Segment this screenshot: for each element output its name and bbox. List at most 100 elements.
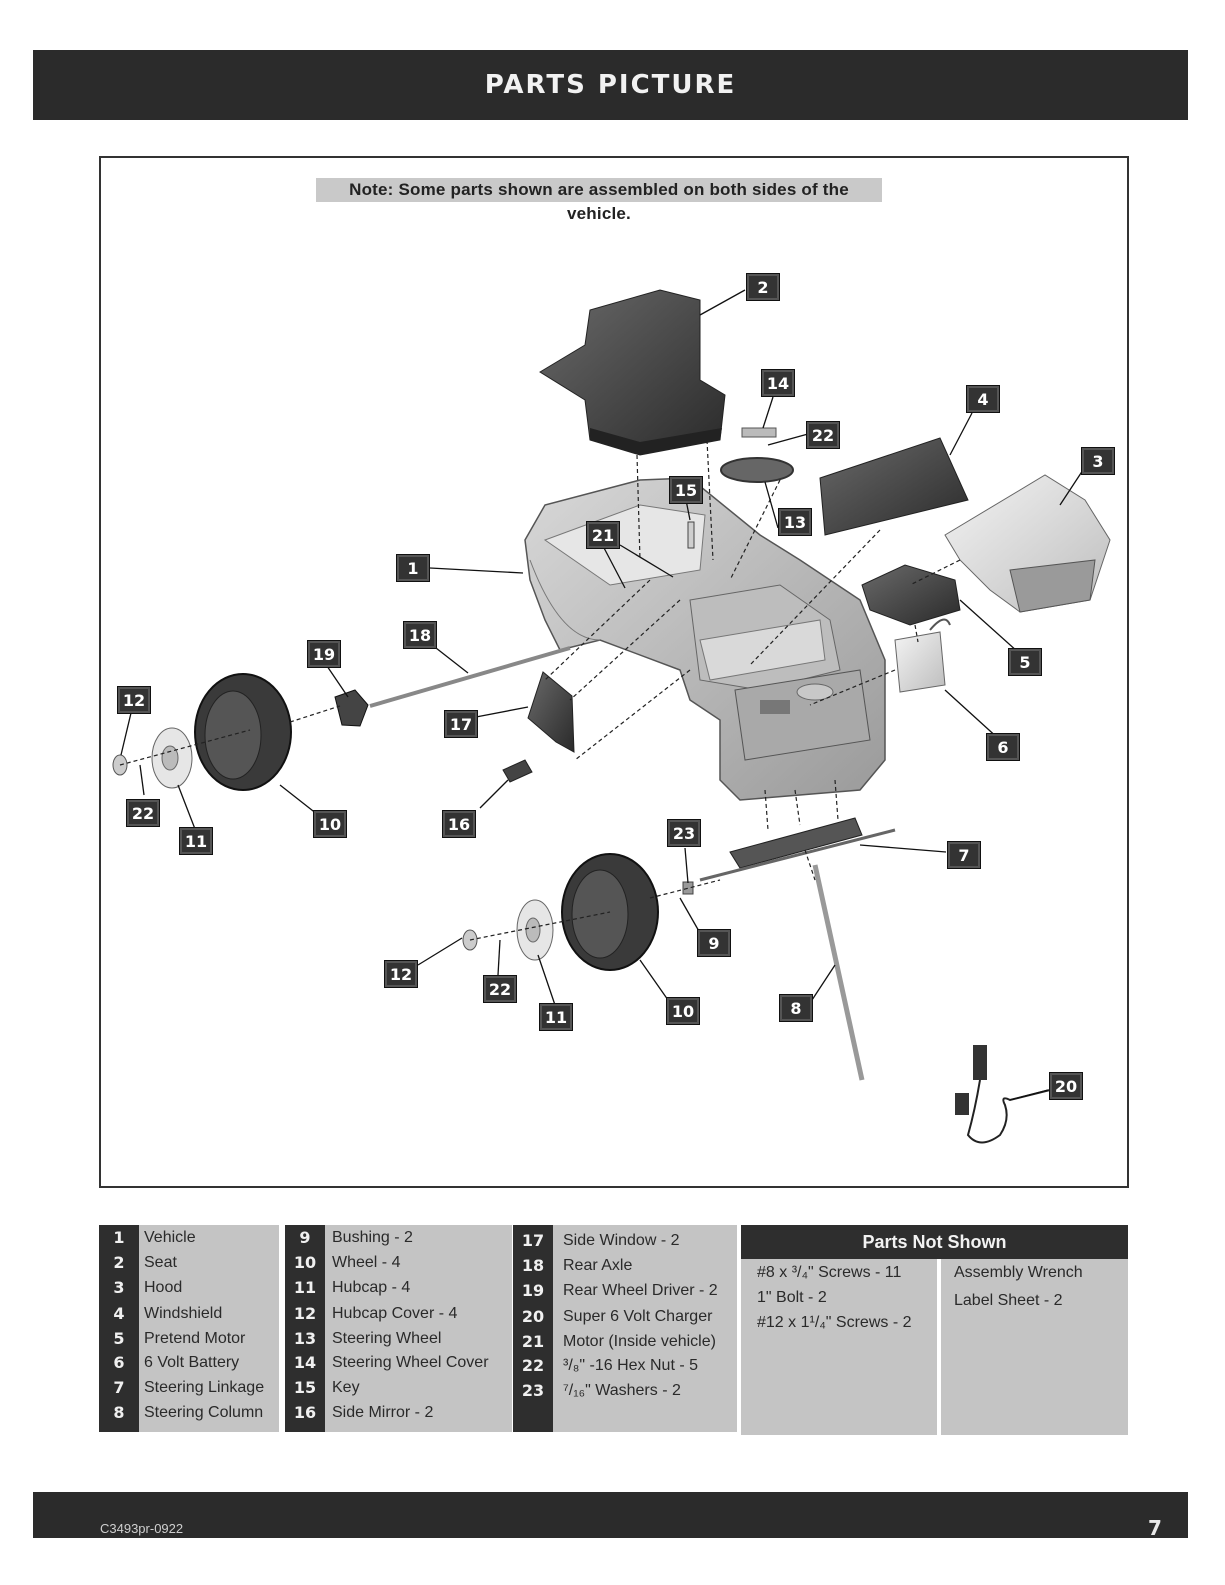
callout-leader-lines [120,289,1084,1101]
callout-9: 9 [697,929,731,957]
windshield-part [819,437,969,536]
parts-not-shown-left-panel [741,1259,937,1435]
part-name: Hood [144,1279,183,1296]
part-name: Steering Wheel Cover [332,1354,489,1371]
vehicle-body [524,477,886,801]
part-name: Steering Wheel [332,1330,442,1347]
callout-12-front: 12 [384,960,418,988]
assembly-guide-lines [119,439,961,941]
part-number: 10 [293,1253,317,1272]
steering-wheel-part [720,457,794,483]
steering-wheel-cover-part [741,427,777,438]
steering-column-part [812,864,865,1081]
parts-list-name-column-1 [139,1225,279,1432]
callout-13: 13 [778,508,812,536]
callout-18: 18 [403,621,437,649]
parts-not-shown-right-panel [941,1259,1128,1435]
part-number: 4 [113,1304,125,1323]
parts-list-name-column-3 [553,1225,737,1432]
charger-part [955,1045,1051,1144]
callout-21: 21 [586,521,620,549]
part-name: Hubcap Cover - 4 [332,1305,458,1322]
part-name: Super 6 Volt Charger [563,1308,713,1325]
seat-part [539,289,726,456]
key-part [687,521,695,549]
part-number: 6 [113,1353,125,1372]
steering-linkage-part [699,817,896,882]
callout-12-rear: 12 [117,686,151,714]
part-number: 19 [521,1281,545,1300]
callout-15: 15 [669,476,703,504]
document-code: C3493pr-0922 [100,1521,184,1536]
callout-5: 5 [1008,648,1042,676]
parts-list-number-column-2 [285,1225,325,1432]
callout-22-top: 22 [806,421,840,449]
callout-11-front: 11 [539,1003,573,1031]
part-number: 18 [521,1256,545,1275]
part-name: Rear Wheel Driver - 2 [563,1282,718,1299]
part-number: 12 [293,1304,317,1323]
part-number: 16 [293,1403,317,1422]
footer-bar [33,1492,1188,1538]
callout-4: 4 [966,385,1000,413]
callout-10-front: 10 [666,997,700,1025]
part-number: 21 [521,1332,545,1351]
callout-10-rear: 10 [313,810,347,838]
part-name: Pretend Motor [144,1330,246,1347]
part-name: Windshield [144,1305,223,1322]
part-number: 11 [293,1278,317,1297]
callout-1: 1 [396,554,430,582]
parts-not-shown-item: 1" Bolt - 2 [757,1289,827,1306]
callout-16: 16 [442,810,476,838]
callout-20: 20 [1049,1072,1083,1100]
side-window-part [527,671,575,753]
callout-23: 23 [667,819,701,847]
part-name: Rear Axle [563,1257,633,1274]
parts-list-number-column-1 [99,1225,139,1432]
part-name: Bushing - 2 [332,1229,413,1246]
hood-part [944,474,1111,613]
pretend-motor-part [861,564,961,626]
parts-not-shown-item: #8 x ³/₄" Screws - 11 [757,1264,902,1281]
part-name: Wheel - 4 [332,1254,401,1271]
part-name: ³/₈" -16 Hex Nut - 5 [563,1357,699,1374]
part-number: 9 [299,1228,311,1247]
part-name: Vehicle [144,1229,196,1246]
part-number: 2 [113,1253,125,1272]
callout-3: 3 [1081,447,1115,475]
part-name: Steering Column [144,1404,264,1421]
callout-17: 17 [444,710,478,738]
bushing-part [682,881,694,895]
parts-not-shown-item: Assembly Wrench [954,1264,1083,1281]
callout-6: 6 [986,733,1020,761]
callout-22-front: 22 [483,975,517,1003]
rear-hubcap-part [151,727,193,789]
callout-14: 14 [761,369,795,397]
part-number: 23 [521,1381,545,1400]
part-number: 1 [113,1228,125,1247]
header-bar: PARTS PICTURE [33,50,1188,120]
callout-19: 19 [307,640,341,668]
part-number: 20 [521,1307,545,1326]
callout-22-rear: 22 [126,799,160,827]
assembly-note: Note: Some parts shown are assembled on … [316,178,882,223]
part-number: 15 [293,1378,317,1397]
rear-axle-part [369,646,571,708]
callout-8: 8 [779,994,813,1022]
rear-wheel-driver-part [334,689,369,727]
part-number: 8 [113,1403,125,1422]
part-number: 17 [521,1231,545,1250]
callout-11-rear: 11 [179,827,213,855]
callout-2: 2 [746,273,780,301]
part-name: Steering Linkage [144,1379,265,1396]
part-number: 13 [293,1329,317,1348]
part-name: ⁷/₁₆" Washers - 2 [563,1382,681,1399]
side-mirror-part [502,759,533,783]
part-number: 5 [113,1329,125,1348]
parts-list-number-column-3 [513,1225,553,1432]
part-name: Seat [144,1254,177,1271]
part-name: Key [332,1379,360,1396]
front-hubcap-part [516,899,554,961]
part-name: 6 Volt Battery [144,1354,240,1371]
